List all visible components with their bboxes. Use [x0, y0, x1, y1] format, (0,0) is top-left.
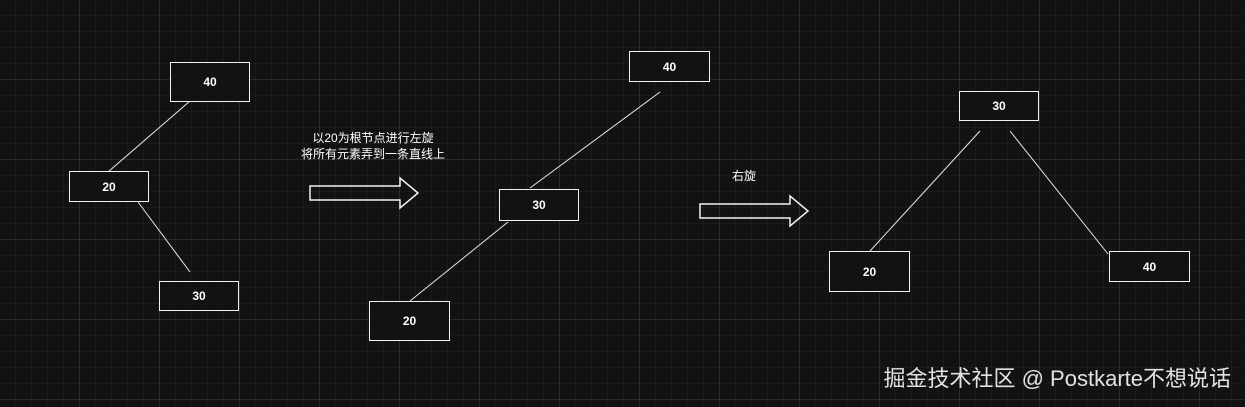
left-rotate-caption-line1: 以20为根节点进行左旋 [312, 131, 434, 145]
edge-40-20-before [107, 100, 191, 173]
node-40-after: 40 [1109, 251, 1190, 282]
left-rotate-arrow [309, 176, 420, 210]
left-rotate-caption-line2: 将所有元素弄到一条直线上 [300, 147, 445, 161]
node-30-before: 30 [159, 281, 239, 311]
watermark-text: 掘金技术社区 @ Postkarte不想说话 [883, 366, 1232, 391]
right-rotate-caption: 右旋 [732, 169, 757, 183]
edge-40-30-straight [529, 91, 661, 189]
node-20-before: 20 [69, 171, 149, 202]
node-20-after: 20 [829, 251, 910, 292]
edge-20-30-before [137, 201, 191, 273]
node-20-straight: 20 [369, 301, 450, 341]
node-30-after: 30 [959, 91, 1039, 121]
node-40-straight: 40 [629, 51, 710, 82]
node-40-before: 40 [170, 62, 250, 102]
left-rotate-caption: 以20为根节点进行左旋 将所有元素弄到一条直线上 [298, 130, 448, 162]
edge-30-20-after [869, 130, 981, 252]
edge-30-40-after [1009, 130, 1109, 255]
right-rotate-arrow [699, 194, 810, 228]
node-30-straight: 30 [499, 189, 579, 221]
edge-30-20-straight [409, 221, 509, 302]
